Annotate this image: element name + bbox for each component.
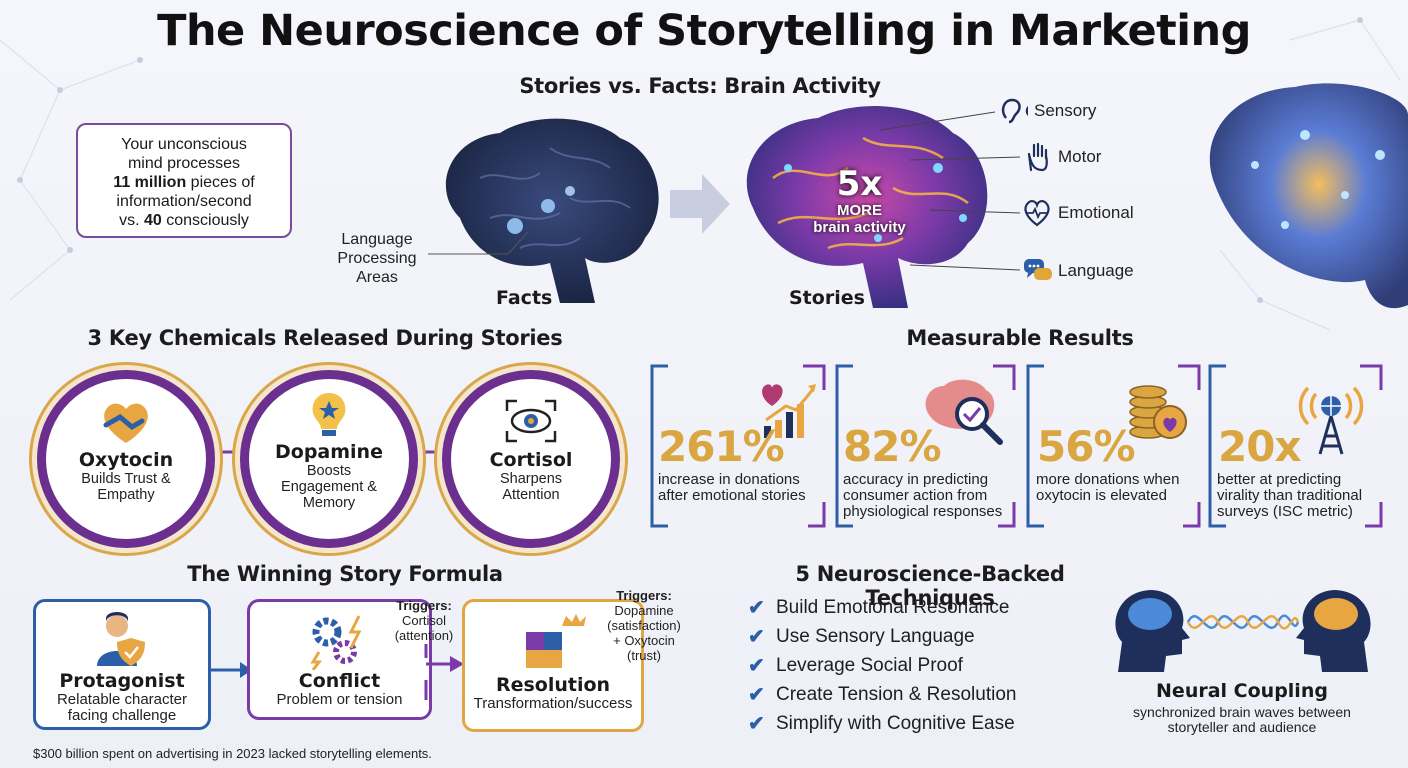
chemical-cortisol: Cortisol Sharpens Attention (442, 370, 620, 548)
result-value-1: 261% (658, 422, 785, 471)
check-icon: ✔ (748, 597, 765, 619)
results-heading: Measurable Results (906, 326, 1134, 350)
coins-heart-icon (1129, 385, 1187, 439)
heart-chart-icon (762, 384, 816, 438)
puzzle-crown-icon (465, 612, 641, 674)
techniques-heading: 5 Neuroscience-Backed Techniques (795, 562, 1065, 610)
broadcast-tower-icon (1298, 386, 1364, 455)
facts-brain-image (445, 118, 659, 303)
glowing-brain-image (1209, 83, 1408, 309)
brain-section-heading: Stories vs. Facts: Brain Activity (519, 74, 881, 98)
arrow-icon (670, 174, 730, 234)
neural-coupling-heads-icon (1115, 590, 1371, 672)
result-value-2: 82% (843, 422, 942, 471)
list-item: ✔Create Tension & Resolution (748, 683, 1017, 707)
check-icon: ✔ (748, 655, 765, 677)
gears-lightning-icon (250, 612, 429, 671)
region-emotional: Emotional (1022, 198, 1134, 228)
handshake-heart-icon (46, 395, 206, 447)
check-icon: ✔ (748, 626, 765, 648)
facts-label: Facts (496, 287, 553, 309)
formula-arrow-1 (210, 662, 252, 678)
stat-value: 5x (836, 164, 883, 204)
region-language: Language (1022, 256, 1134, 286)
formula-step-resolution: Resolution Transformation/success (462, 599, 644, 732)
hand-icon (1022, 142, 1052, 172)
language-processing-label: Language Processing Areas (337, 231, 417, 286)
heart-pulse-icon (1022, 198, 1052, 228)
result-value-4: 20x (1218, 422, 1302, 471)
trigger-conflict: Triggers:Cortisol(attention) (394, 598, 454, 643)
check-icon: ✔ (748, 684, 765, 706)
trigger-resolution: Triggers:Dopamine(satisfaction) + Oxytoc… (607, 588, 681, 663)
result-value-3: 56% (1037, 422, 1136, 471)
chemicals-heading: 3 Key Chemicals Released During Stories (87, 326, 563, 350)
stories-label: Stories (789, 287, 865, 309)
speech-bubbles-icon (1022, 256, 1052, 286)
stories-brain-image (746, 106, 988, 308)
list-item: ✔Build Emotional Resonance (748, 596, 1010, 620)
result-card-frames (650, 364, 1383, 528)
list-item: ✔Use Sensory Language (748, 625, 975, 649)
ear-eye-icon (998, 96, 1028, 126)
chemical-oxytocin: Oxytocin Builds Trust & Empathy (37, 370, 215, 548)
focus-eye-icon (451, 395, 611, 447)
formula-heading: The Winning Story Formula (187, 562, 503, 586)
formula-step-protagonist: Protagonist Relatable character facing c… (33, 599, 211, 730)
region-motor: Motor (1022, 142, 1101, 172)
lightbulb-star-icon (249, 387, 409, 439)
person-shield-icon (36, 608, 208, 670)
region-pointer-lines (879, 111, 1021, 271)
page-title: The Neuroscience of Storytelling in Mark… (157, 6, 1251, 56)
region-sensory: Sensory (998, 96, 1096, 126)
language-pointer-line (428, 231, 529, 255)
check-icon: ✔ (748, 713, 765, 735)
unconscious-fact-box: Your unconscious mind processes 11 milli… (76, 123, 292, 238)
neural-coupling-title: Neural Coupling (1156, 680, 1328, 702)
brain-activity-stat: 5x MORE brain activity (792, 166, 927, 236)
brain-magnifier-icon (925, 379, 1003, 445)
techniques-list: ✔Build Emotional Resonance ✔Use Sensory … (748, 593, 1016, 738)
footnote: $300 billion spent on advertising in 202… (33, 746, 432, 761)
list-item: ✔Simplify with Cognitive Ease (748, 712, 1015, 736)
chemical-dopamine: Dopamine Boosts Engagement & Memory (240, 370, 418, 548)
formula-step-conflict: Conflict Problem or tension (247, 599, 432, 720)
list-item: ✔Leverage Social Proof (748, 654, 963, 678)
formula-arrow-2 (424, 644, 464, 700)
